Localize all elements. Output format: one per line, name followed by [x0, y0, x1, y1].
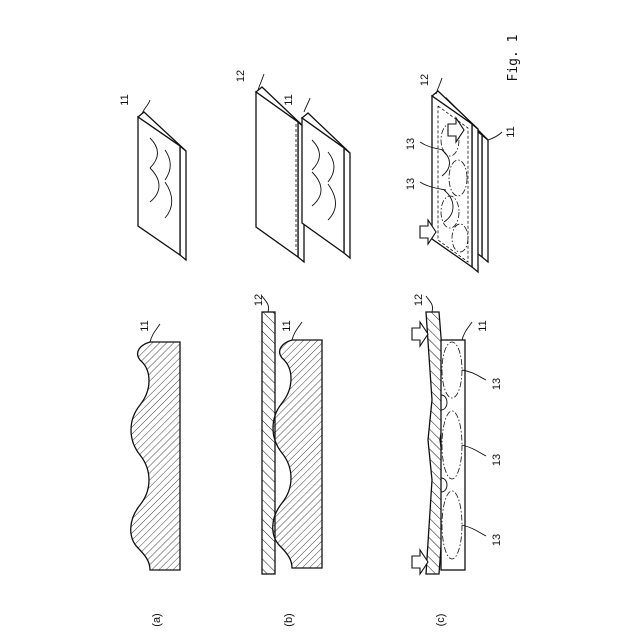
numeral-11-c-plate: 11 [505, 126, 517, 137]
base-cross-section-a [131, 342, 180, 570]
panel-label-a: (a) [151, 613, 163, 626]
leader-11-a-section [150, 324, 160, 342]
panel-c: (c) 12 11 13 13 13 [405, 74, 517, 627]
cover-plate-c [432, 91, 478, 272]
leader-11-c-plate [488, 132, 502, 140]
panel-label-c: (c) [435, 614, 447, 627]
cover-plate-b [256, 87, 304, 262]
press-arrow-c-top [412, 322, 428, 346]
numeral-13-c-2: 13 [491, 454, 503, 466]
leader-11-b-section [292, 322, 302, 340]
panel-b: (b) 12 11 12 11 [235, 70, 350, 627]
numeral-13-c-3: 13 [491, 534, 503, 546]
figure-caption: Fig. 1 [506, 35, 521, 82]
numeral-11-c-section: 11 [477, 320, 489, 331]
base-cross-section-b [273, 340, 322, 568]
numeral-11-a-plate: 11 [119, 94, 131, 105]
numeral-13-c-1: 13 [491, 378, 503, 390]
base-plate-a [138, 112, 186, 260]
base-cross-section-c [441, 340, 465, 570]
numeral-11-b-section: 11 [281, 320, 293, 331]
leader-12-c-section [426, 296, 433, 312]
numeral-12-b-section: 12 [253, 294, 265, 306]
leader-11-c-section [462, 322, 472, 340]
base-plate-b [302, 113, 350, 258]
panel-label-b: (b) [283, 613, 295, 626]
numeral-12-c-plate: 12 [419, 74, 431, 86]
leader-11-a-plate [142, 100, 150, 114]
numeral-12-b-plate: 12 [235, 70, 247, 82]
numeral-11-b-plate: 11 [283, 94, 295, 105]
leader-11-b-plate [304, 98, 310, 112]
numeral-12-c-section: 12 [413, 294, 425, 306]
panel-a: (a) 11 11 [119, 94, 186, 626]
numeral-11-a-section: 11 [139, 320, 151, 331]
numeral-13-c-plate-1: 13 [405, 138, 417, 150]
numeral-13-c-plate-2: 13 [405, 178, 417, 190]
